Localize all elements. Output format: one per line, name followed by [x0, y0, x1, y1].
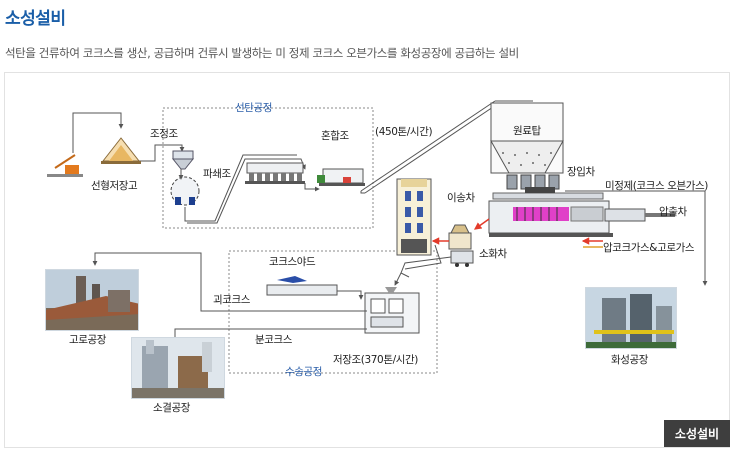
label-raw-gas: 미정제(코크스 오븐가스): [605, 180, 708, 192]
transport-process-box: [228, 250, 438, 374]
label-coke-yard: 코크스야드: [269, 256, 316, 268]
coke-bin-icon: [364, 287, 420, 334]
label-sinter-plant: 소결공장: [153, 402, 191, 414]
coal-storage-icon: [101, 137, 141, 164]
label-mixer: 혼합조: [321, 130, 349, 142]
screen-bank-icon: [245, 162, 305, 184]
transfer-car-icon: [448, 224, 472, 250]
label-press-gas: 압코크가스&고로가스: [603, 242, 695, 254]
label-coal-process: 선탄공정: [235, 102, 273, 114]
mixer-icon: [317, 168, 365, 186]
label-chemical-plant: 화성공장: [611, 354, 649, 366]
label-coal-tower: 원료탑: [513, 125, 541, 137]
label-pusher: 압출차: [659, 206, 687, 218]
label-transport-process: 수송공정: [285, 366, 323, 378]
crusher-icon: [170, 169, 200, 206]
blending-bin-icon: [171, 150, 195, 170]
label-coal-storage: 선형저장고: [91, 180, 138, 192]
label-capacity: (450톤/시간): [375, 126, 433, 138]
coal-process-box: [162, 107, 374, 229]
label-blending-bin: 조정조: [150, 128, 178, 140]
label-coke-bin: 저장조(370톤/시간): [333, 354, 418, 366]
label-quench-car: 소화차: [479, 248, 507, 260]
reclaimer-icon: [47, 154, 83, 177]
label-fine-coke: 분코크스: [255, 334, 293, 346]
coal-tower-icon: [490, 102, 564, 190]
label-transfer-car: 이송차: [447, 192, 475, 204]
charging-car-icon: [525, 187, 555, 193]
chemical-plant-image: [585, 287, 677, 349]
section-badge: 소성설비: [664, 420, 730, 447]
page-title: 소성설비: [5, 9, 66, 29]
label-lump-coke: 괴코크스: [213, 294, 251, 306]
label-blast-furnace: 고로공장: [69, 334, 107, 346]
pusher-icon: [604, 208, 675, 222]
coke-oven-battery-icon: [488, 192, 613, 237]
quench-tower-icon: [396, 178, 432, 256]
coke-yard-icon: [266, 276, 364, 300]
process-diagram: 선형저장고 조정조 파쇄조 선탄공정 혼합조 (450톤/시간) 원료탑 장입차…: [4, 72, 730, 448]
label-crusher: 파쇄조: [203, 168, 231, 180]
sinter-plant-image: [131, 337, 225, 399]
label-charging-car: 장입차: [567, 166, 595, 178]
page-description: 석탄을 건류하여 코크스를 생산, 공급하며 건류시 발생하는 미 정제 코크스…: [5, 46, 519, 60]
quench-car-icon: [450, 250, 474, 267]
flow-lines: [47, 100, 708, 374]
blast-furnace-image: [45, 269, 139, 331]
